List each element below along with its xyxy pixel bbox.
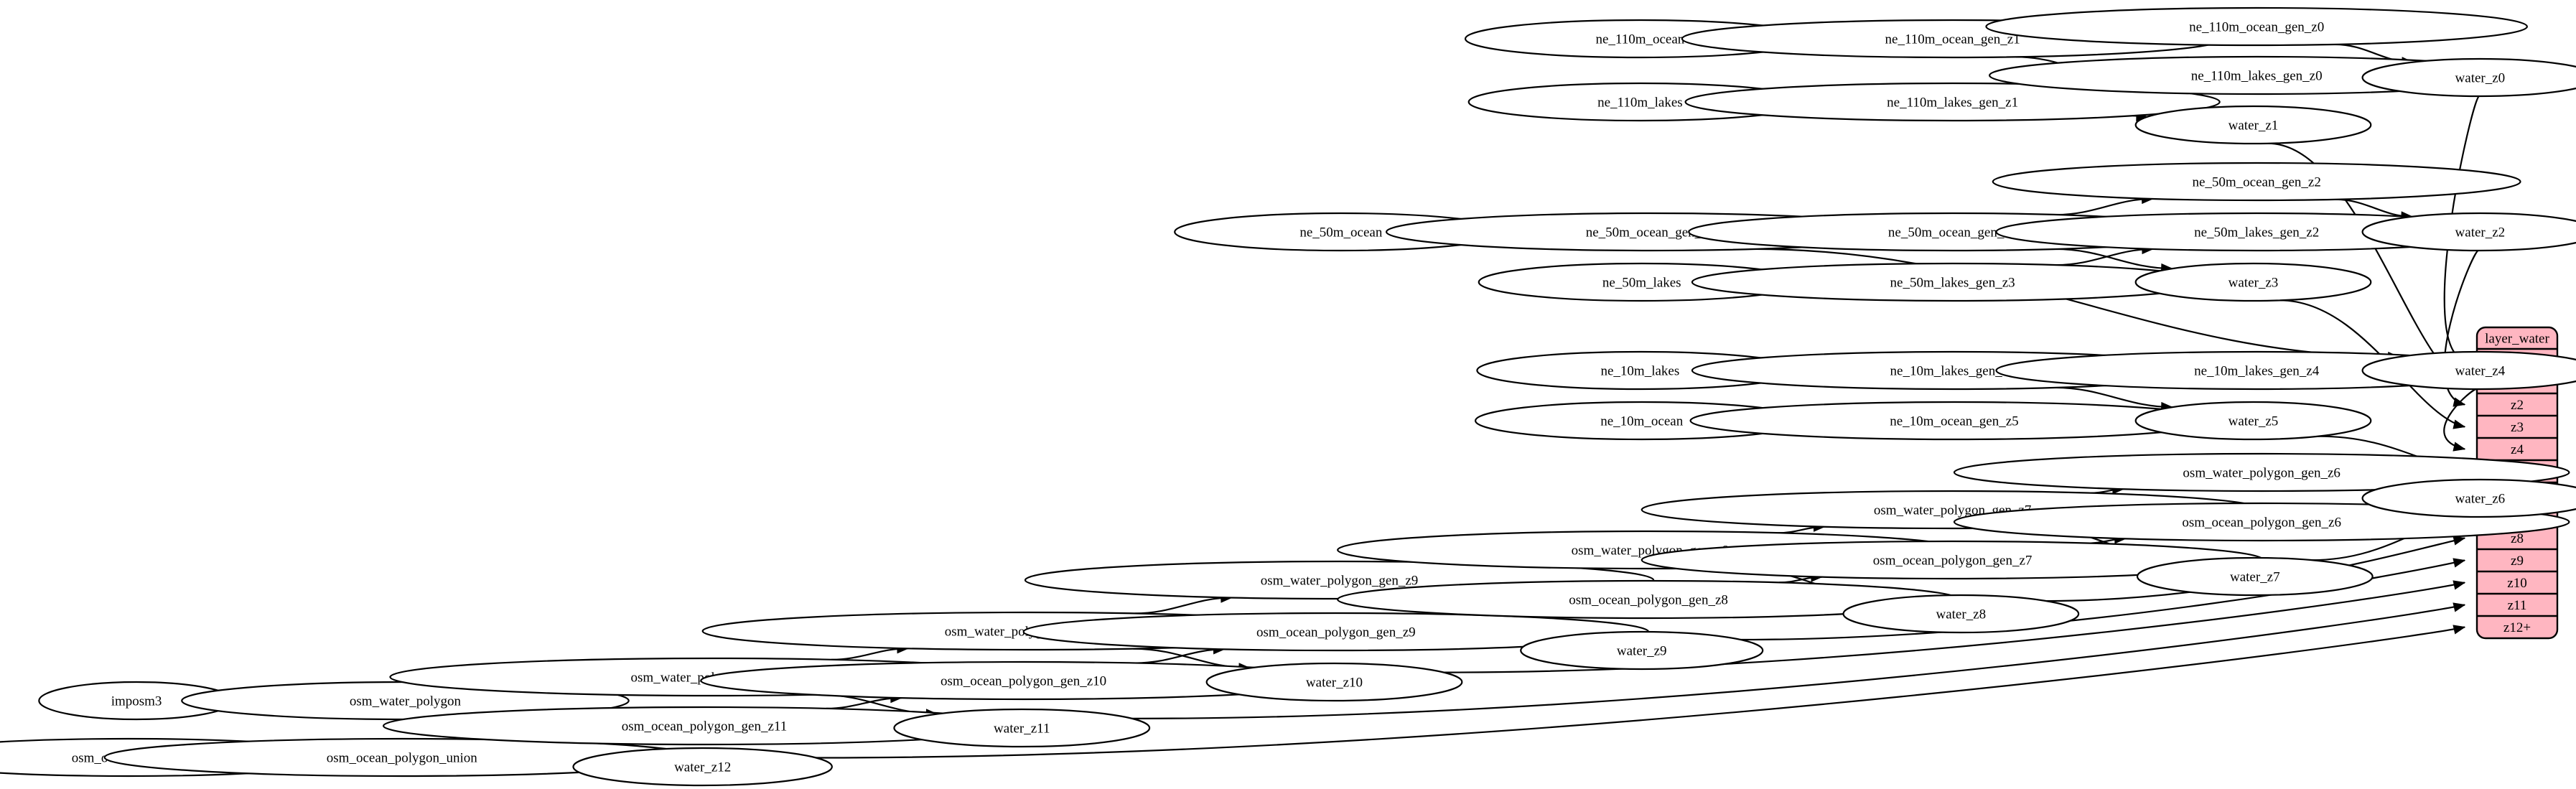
node-water_z10[interactable]: water_z10 xyxy=(1205,662,1463,702)
node-shape[interactable] xyxy=(1691,262,2214,302)
node-water_z4[interactable]: water_z4 xyxy=(2361,350,2576,391)
node-water_z11[interactable]: water_z11 xyxy=(893,708,1151,748)
node-shape[interactable] xyxy=(2134,401,2372,441)
node-shape[interactable] xyxy=(1684,82,2221,122)
edge-osm_water_polygon_gen_z10-to-osm_water_polygon_gen_z9 xyxy=(1134,597,1232,615)
edge-ne_10m_lakes_gen_z5-to-water_z5 xyxy=(2055,386,2173,408)
node-water_z8[interactable]: water_z8 xyxy=(1842,594,2080,634)
node-shape[interactable] xyxy=(1992,162,2521,202)
edge-ne_50m_ocean_gen_z4-to-water_z4 xyxy=(1753,248,2399,358)
node-water_z0[interactable]: water_z0 xyxy=(2361,57,2576,98)
edge-arrowhead xyxy=(2453,419,2466,429)
node-water_z12[interactable]: water_z12 xyxy=(572,747,833,787)
node-shape[interactable] xyxy=(1953,452,2570,492)
node-shape[interactable] xyxy=(2136,556,2374,597)
node-water_z3[interactable]: water_z3 xyxy=(2134,262,2372,302)
edge-arrowhead xyxy=(2453,536,2466,546)
edge-arrowhead xyxy=(2453,580,2466,590)
node-shape[interactable] xyxy=(2361,212,2576,252)
node-shape[interactable] xyxy=(2134,105,2372,145)
edges-layer xyxy=(103,28,2521,768)
node-shape[interactable] xyxy=(2361,57,2576,98)
node-shape[interactable] xyxy=(893,708,1151,748)
edge-ne_50m_ocean_gen_z3-to-ne_50m_ocean_gen_z2 xyxy=(2056,197,2153,216)
edge-osm_ocean_polygon_gen_z10-to-osm_ocean_polygon_gen_z9 xyxy=(1135,648,1225,664)
node-water_z6[interactable]: water_z6 xyxy=(2361,478,2576,518)
node-shape[interactable] xyxy=(1842,594,2080,634)
edge-water_z11-to-record-11 xyxy=(1131,604,2465,719)
edge-arrowhead xyxy=(2453,625,2466,635)
node-ne_50m_ocean_gen_z2[interactable]: ne_50m_ocean_gen_z2 xyxy=(1992,162,2521,202)
edge-water_z12-to-record-12 xyxy=(816,626,2465,759)
edge-arrowhead xyxy=(2453,602,2466,612)
node-water_z2[interactable]: water_z2 xyxy=(2361,212,2576,252)
node-shape[interactable] xyxy=(1520,630,1764,671)
node-water_z5[interactable]: water_z5 xyxy=(2134,401,2372,441)
node-shape[interactable] xyxy=(2361,478,2576,518)
node-shape[interactable] xyxy=(1985,6,2528,47)
edge-osm_water_polygon_gen_z11-to-osm_water_polygon_gen_z10 xyxy=(831,648,908,660)
node-shape[interactable] xyxy=(2361,350,2576,391)
edge-water_z9-to-record-9 xyxy=(1740,559,2465,641)
node-ne_50m_lakes_gen_z3[interactable]: ne_50m_lakes_gen_z3 xyxy=(1691,262,2214,302)
edge-ne_50m_lakes_gen_z3-to-ne_50m_lakes_gen_z2 xyxy=(2055,248,2153,266)
edge-arrowhead xyxy=(2453,558,2466,568)
edge-arrowhead xyxy=(2453,442,2466,452)
node-shape[interactable] xyxy=(572,747,833,787)
node-water_z7[interactable]: water_z7 xyxy=(2136,556,2374,597)
node-water_z9[interactable]: water_z9 xyxy=(1520,630,1764,671)
node-ne_110m_ocean_gen_z0[interactable]: ne_110m_ocean_gen_z0 xyxy=(1985,6,2528,47)
node-shape[interactable] xyxy=(2134,262,2372,302)
edge-water_z4-to-record-4 xyxy=(2443,388,2477,450)
edge-water_z2-to-record-2 xyxy=(2443,249,2480,406)
node-water_z1[interactable]: water_z1 xyxy=(2134,105,2372,145)
node-shape[interactable] xyxy=(1205,662,1463,702)
edge-ne_50m_ocean_gen_z3-to-water_z3 xyxy=(2055,248,2173,270)
